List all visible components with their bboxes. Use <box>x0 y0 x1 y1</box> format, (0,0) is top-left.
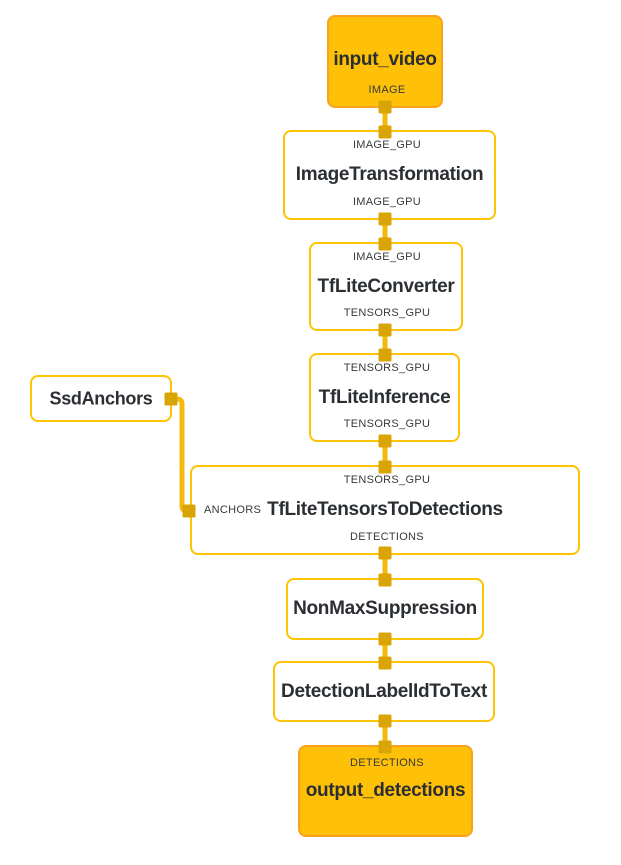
node-tflite-inference[interactable]: TENSORS_GPU TfLiteInference TENSORS_GPU <box>309 353 460 442</box>
port-label-input: IMAGE_GPU <box>352 251 422 263</box>
port-label-output: TENSORS_GPU <box>343 307 431 319</box>
node-title: TfLiteConverter <box>317 275 455 297</box>
node-title: TfLiteTensorsToDetections <box>267 499 503 520</box>
node-title: TfLiteInference <box>318 386 451 408</box>
node-title: SsdAnchors <box>49 388 153 408</box>
port-label-input: DETECTIONS <box>350 757 424 769</box>
port-label-anchors: ANCHORS <box>204 504 262 516</box>
node-image-transformation[interactable]: IMAGE_GPU ImageTransformation IMAGE_GPU <box>283 130 496 220</box>
node-title: ImageTransformation <box>295 164 484 185</box>
port-label-output: DETECTIONS <box>350 531 424 543</box>
node-title: input_video <box>333 48 437 70</box>
port-label-output: IMAGE_GPU <box>352 196 422 208</box>
port-label-input: IMAGE_GPU <box>352 139 422 151</box>
port-label-input: TENSORS_GPU <box>343 362 431 374</box>
node-detection-label-id-to-text[interactable]: DetectionLabelIdToText <box>273 661 495 722</box>
port-label-output: TENSORS_GPU <box>343 418 431 430</box>
edge-ssdanchors-to-tensorstodetections <box>171 396 190 514</box>
port-label-input: TENSORS_GPU <box>343 474 431 486</box>
node-title: output_detections <box>305 780 466 801</box>
node-input-video[interactable]: input_video IMAGE <box>327 15 443 108</box>
node-non-max-suppression[interactable]: NonMaxSuppression <box>286 578 484 640</box>
node-output-detections[interactable]: DETECTIONS output_detections <box>298 745 473 837</box>
node-tflite-tensors-to-detections[interactable]: TENSORS_GPU ANCHORS TfLiteTensorsToDetec… <box>190 465 580 555</box>
node-ssd-anchors[interactable]: SsdAnchors <box>30 375 172 422</box>
node-title: DetectionLabelIdToText <box>281 680 487 702</box>
node-tflite-converter[interactable]: IMAGE_GPU TfLiteConverter TENSORS_GPU <box>309 242 463 331</box>
node-title: NonMaxSuppression <box>293 598 477 619</box>
port-label-output: IMAGE <box>368 84 406 96</box>
